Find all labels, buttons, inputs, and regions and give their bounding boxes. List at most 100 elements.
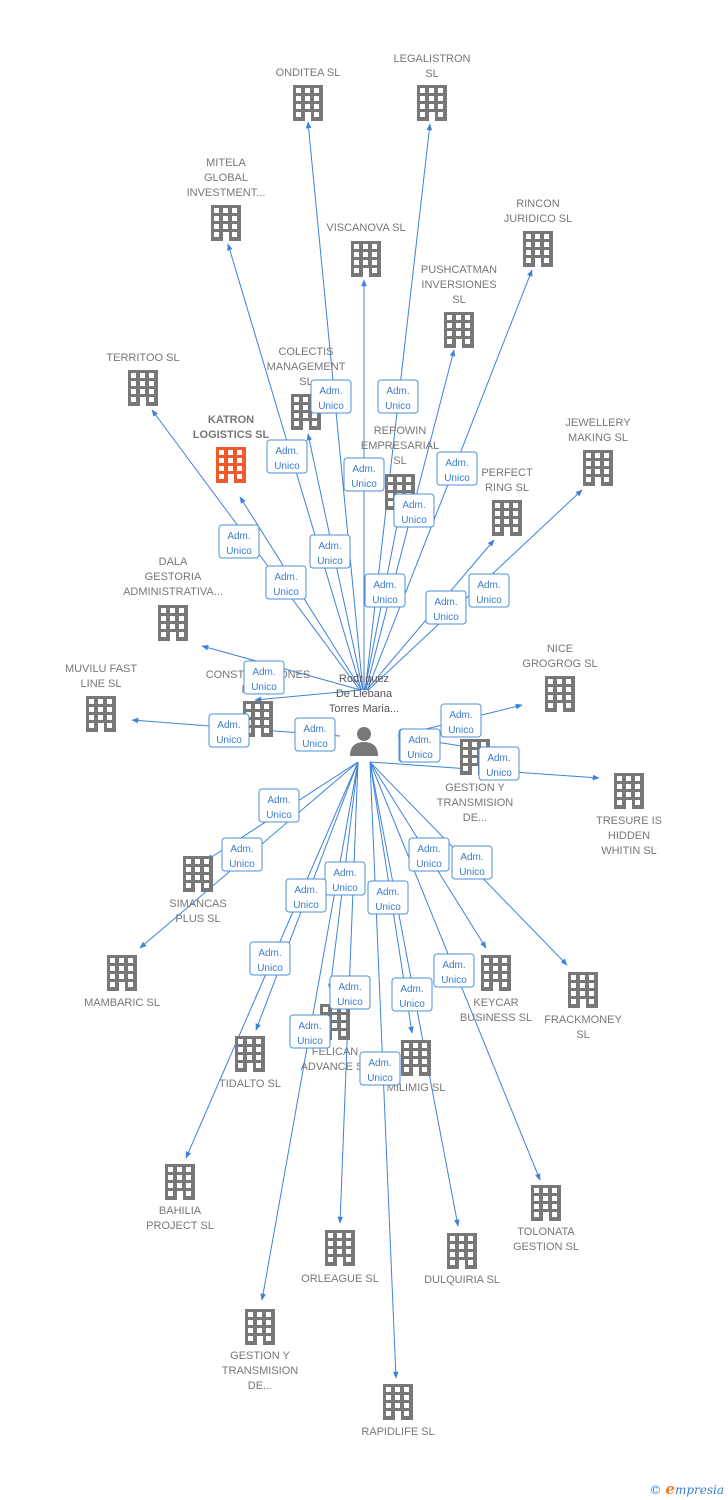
building-icon	[523, 231, 553, 267]
relation-label-tolonata: Adm.Unico	[433, 953, 475, 988]
company-name-line: MILIMIG SL	[387, 1082, 446, 1094]
relation-label-mitela: Adm.Unico	[266, 439, 308, 474]
relation-text: Unico	[367, 1073, 393, 1084]
relation-text: Adm.	[400, 984, 423, 995]
center-person-name-line: Rodriguez	[339, 673, 389, 685]
company-node-mitela[interactable]: MITELAGLOBALINVESTMENT...	[187, 157, 266, 241]
building-icon	[86, 696, 116, 732]
relation-text: Adm.	[333, 868, 356, 879]
company-name-line: ADMINISTRATIVA...	[123, 586, 223, 598]
building-icon	[417, 85, 447, 121]
company-name-line: VISCANOVA SL	[326, 222, 405, 234]
edge-construcciones	[254, 689, 362, 703]
relation-text: Adm.	[252, 667, 275, 678]
relation-text: Adm.	[402, 500, 425, 511]
company-name-line: BUSINESS SL	[460, 1012, 532, 1024]
building-icon	[165, 1164, 195, 1200]
relation-label-dulquiria: Adm. Unico	[391, 977, 433, 1012]
company-name-line: RAPIDLIFE SL	[361, 1426, 434, 1438]
company-node-gestion1[interactable]: GESTION YTRANSMISIONDE...	[437, 739, 513, 824]
relation-text: Adm.	[477, 580, 500, 591]
building-icon	[325, 1230, 355, 1266]
relation-text: Adm.	[294, 885, 317, 896]
company-node-gestion2[interactable]: GESTION YTRANSMISIONDE...	[222, 1309, 298, 1392]
relation-text: Unico	[486, 768, 512, 779]
building-icon	[492, 500, 522, 536]
relation-text: Unico	[399, 999, 425, 1010]
center-person-name-line: Torres Maria...	[329, 703, 399, 715]
company-name-line: MAMBARIC SL	[84, 997, 160, 1009]
company-name-line: JURIDICO SL	[504, 213, 572, 225]
relation-text: Adm.	[319, 386, 342, 397]
building-icon	[447, 1233, 477, 1269]
company-node-rapidlife[interactable]: RAPIDLIFE SL	[361, 1384, 435, 1438]
building-icon	[583, 450, 613, 486]
person-icon	[350, 727, 378, 756]
relation-text: Unico	[444, 473, 470, 484]
company-node-viscanova[interactable]: VISCANOVA SL	[326, 222, 406, 277]
relation-text: Unico	[407, 750, 433, 761]
building-icon	[401, 1040, 431, 1076]
company-node-felican[interactable]: FELICAN ADVANCE SL	[301, 1004, 370, 1073]
company-name-line: DE...	[463, 812, 487, 824]
company-name-line: GESTION Y	[230, 1350, 290, 1362]
company-name-line: SL	[425, 68, 438, 80]
company-name-line: ORLEAGUE SL	[301, 1273, 379, 1285]
relation-text: Unico	[337, 997, 363, 1008]
relation-text: Adm.	[445, 458, 468, 469]
company-name-line: RING SL	[485, 482, 529, 494]
company-name-line: LEGALISTRON	[393, 53, 470, 65]
relation-text: Unico	[441, 975, 467, 986]
company-name-line: MITELA	[206, 157, 246, 169]
relation-text: Unico	[273, 587, 299, 598]
relation-text: Adm.	[352, 464, 375, 475]
company-node-legalistron[interactable]: LEGALISTRON SL	[393, 53, 471, 121]
copyright-symbol: ©	[649, 1483, 662, 1497]
company-node-onditea[interactable]: ONDITEA SL	[276, 67, 341, 121]
company-node-dulquiria[interactable]: DULQUIRIA SL	[424, 1233, 500, 1286]
company-node-milimig[interactable]: MILIMIG SL	[387, 1040, 446, 1094]
relation-label-katron: Adm. Unico	[265, 565, 307, 600]
building-icon	[107, 955, 137, 991]
relation-text: Unico	[257, 963, 283, 974]
company-node-mambaric[interactable]: MAMBARIC SL	[84, 955, 160, 1009]
relation-text: Unico	[318, 401, 344, 412]
nodes-layer: ONDITEA SL LEGALISTRON SL MITELAGLOBALINVES…	[65, 53, 662, 1438]
building-icon	[568, 972, 598, 1008]
company-node-territoo[interactable]: TERRITOO SL	[106, 352, 180, 406]
relation-text: Unico	[372, 595, 398, 606]
relation-text: Adm.	[487, 753, 510, 764]
relation-label-viscanova: Adm.Unico	[343, 457, 385, 492]
building-icon	[211, 205, 241, 241]
company-node-tidalto[interactable]: TIDALTO SL	[219, 1036, 281, 1090]
company-node-dala[interactable]: DALAGESTORIAADMINISTRATIVA...	[123, 556, 223, 641]
company-name-line: INVESTMENT...	[187, 187, 266, 199]
company-node-orleague[interactable]: ORLEAGUE SL	[301, 1230, 379, 1285]
company-name-line: MANAGEMENT	[267, 361, 346, 373]
company-name-line: ADVANCE SL	[301, 1061, 370, 1073]
company-name-line: TOLONATA	[517, 1226, 575, 1238]
company-name-line: TERRITOO SL	[106, 352, 179, 364]
company-name-line: FELICAN	[312, 1046, 359, 1058]
building-icon	[444, 312, 474, 348]
relation-label-tidalto: Adm.Unico	[285, 878, 327, 913]
relation-text: Adm.	[274, 572, 297, 583]
building-icon	[293, 85, 323, 121]
relation-text: Adm.	[338, 982, 361, 993]
